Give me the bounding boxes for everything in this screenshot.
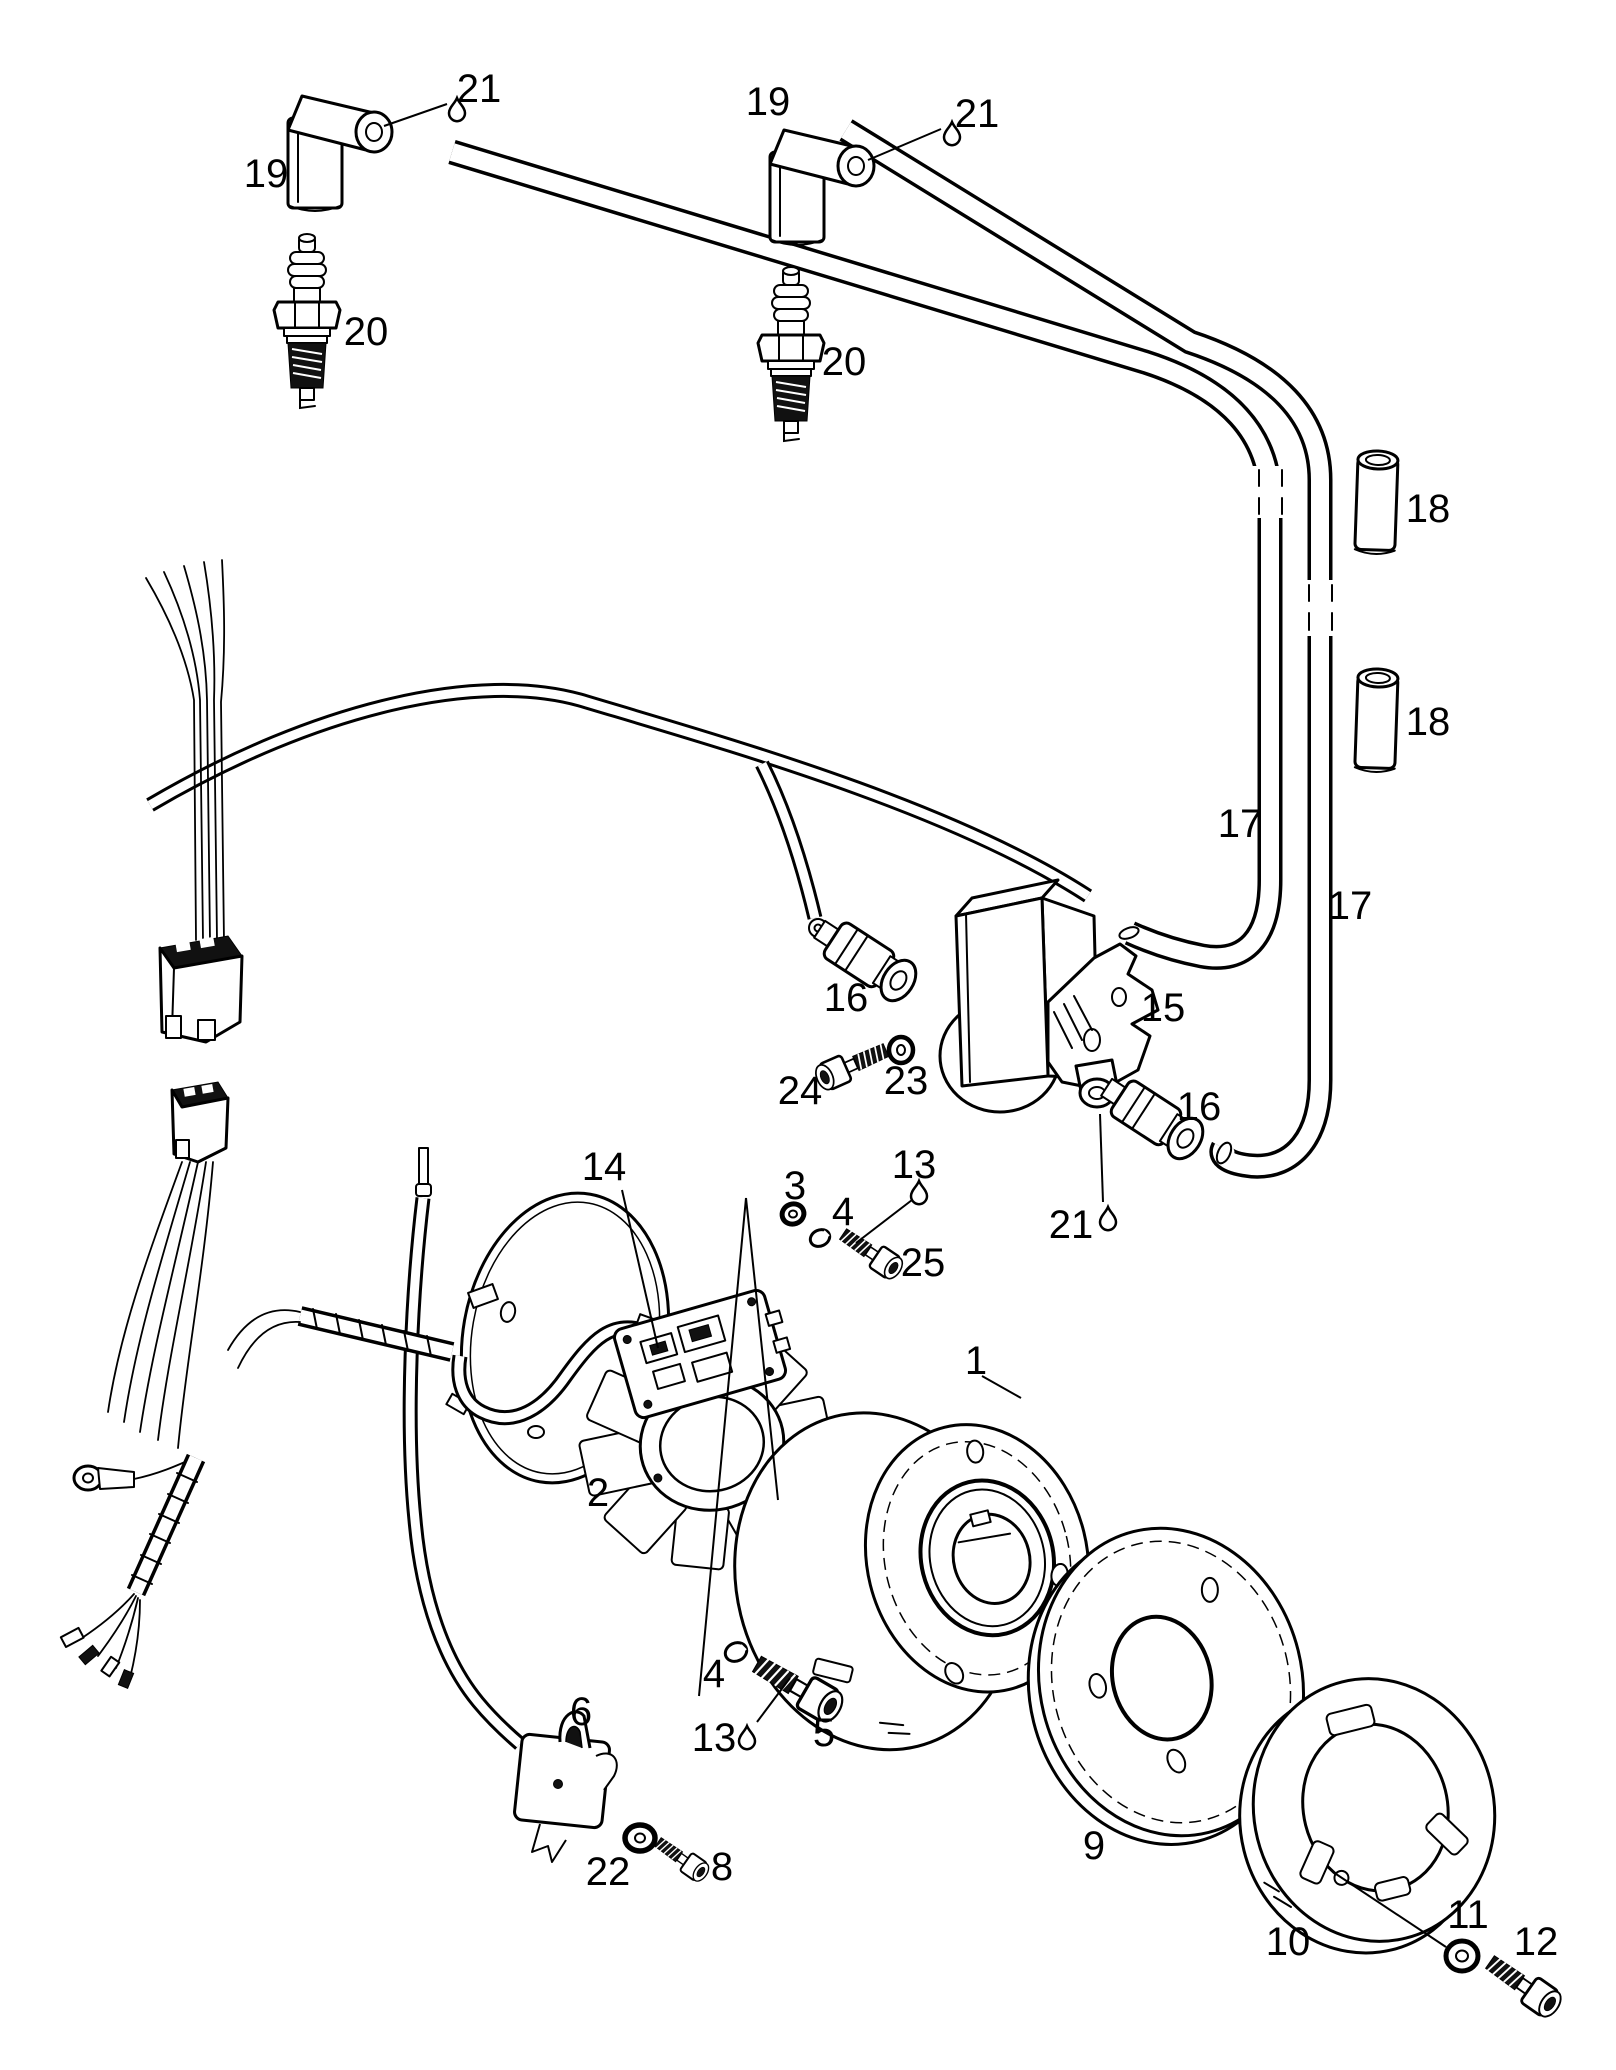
part-label-21: 21	[457, 67, 502, 111]
flywheel-rotor	[733, 1411, 1091, 1752]
leader-line	[1099, 1113, 1104, 1203]
wiring-harness	[59, 559, 455, 1689]
leader-line	[867, 128, 942, 161]
part-label-16: 16	[1177, 1085, 1222, 1129]
ht-lead-cables	[448, 119, 1342, 1179]
part-label-20: 20	[344, 310, 389, 354]
rubber-sleeve-2	[1353, 666, 1400, 775]
lock-washer-4-bottom	[723, 1641, 749, 1663]
part-label-2: 2	[587, 1471, 609, 1515]
leader-line	[981, 1375, 1022, 1399]
part-label-13: 13	[892, 1143, 937, 1187]
part-label-18: 18	[1406, 700, 1451, 744]
leader-line	[698, 1197, 747, 1697]
part-label-3: 3	[784, 1164, 806, 1208]
part-label-13: 13	[692, 1716, 737, 1760]
part-label-19: 19	[244, 152, 289, 196]
ignition-coil	[938, 878, 1160, 1114]
lock-washer-4-top	[808, 1228, 832, 1248]
pickup-cable	[402, 1147, 525, 1750]
washer-3	[779, 1201, 807, 1227]
part-label-21: 21	[955, 92, 1000, 136]
part-label-17: 17	[1218, 802, 1263, 846]
stator-regulator-plate	[612, 1288, 792, 1420]
harness-connector-large	[158, 935, 244, 1044]
part-label-16: 16	[824, 976, 869, 1020]
coil-supply-cable	[146, 682, 1093, 938]
ring-terminal	[72, 1457, 195, 1492]
part-label-25: 25	[901, 1241, 946, 1285]
flywheel-cover	[1238, 1677, 1497, 1955]
part-label-18: 18	[1406, 487, 1451, 531]
leader-line	[855, 1199, 913, 1244]
part-label-1: 1	[965, 1339, 987, 1383]
pickup-screw-8	[650, 1832, 714, 1886]
spark-plug-2	[756, 265, 826, 443]
part-label-17: 17	[1328, 884, 1373, 928]
part-label-15: 15	[1141, 986, 1186, 1030]
leader-line	[621, 1189, 659, 1349]
part-label-21: 21	[1049, 1203, 1094, 1247]
part-label-8: 8	[711, 1845, 733, 1889]
washer-11	[1443, 1938, 1481, 1974]
grease-drop-icon	[737, 1724, 757, 1751]
part-label-4: 4	[832, 1190, 854, 1234]
coil-screw-24	[810, 1035, 893, 1095]
spark-plug-cap-1	[286, 94, 394, 213]
part-label-10: 10	[1266, 1920, 1311, 1964]
leader-line	[745, 1197, 779, 1501]
part-label-23: 23	[884, 1059, 929, 1103]
part-label-11: 11	[1447, 1893, 1489, 1937]
flywheel-keyway	[812, 1657, 854, 1684]
part-label-24: 24	[778, 1069, 823, 1113]
spark-plug-cap-2	[768, 128, 876, 247]
part-label-19: 19	[746, 80, 791, 124]
part-label-6: 6	[570, 1690, 592, 1734]
leader-lines	[383, 103, 1447, 1948]
harness-connector-small	[170, 1081, 230, 1164]
rubber-sleeve-1	[1353, 448, 1400, 557]
spark-plug-1	[272, 232, 342, 410]
washer-22	[622, 1822, 658, 1854]
gasket-disc	[1026, 1526, 1306, 1846]
leader-line	[756, 1677, 791, 1723]
leader-line	[383, 103, 448, 127]
part-label-12: 12	[1514, 1920, 1559, 1964]
grease-drop-icon	[1098, 1205, 1118, 1232]
part-label-22: 22	[586, 1850, 631, 1894]
pickup-coil	[513, 1710, 618, 1863]
part-label-14: 14	[582, 1145, 627, 1189]
washer-23	[886, 1034, 916, 1066]
part-label-9: 9	[1083, 1824, 1105, 1868]
part-label-20: 20	[822, 340, 867, 384]
part-label-5: 5	[813, 1711, 835, 1755]
part-label-4: 4	[703, 1652, 725, 1696]
coil-bracket	[1046, 942, 1160, 1092]
leader-line	[1335, 1873, 1447, 1948]
